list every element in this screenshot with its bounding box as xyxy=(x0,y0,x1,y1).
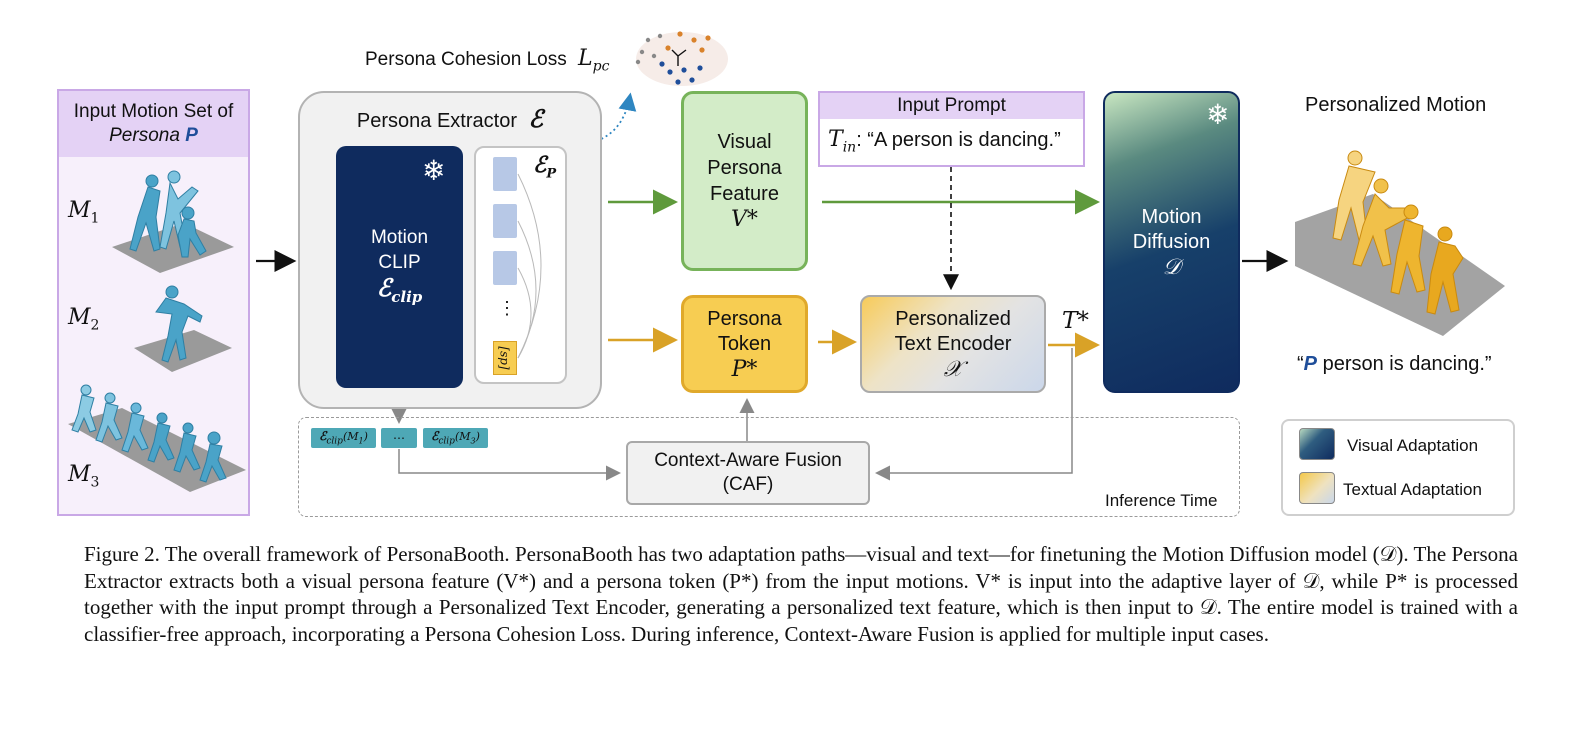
motion-label-m3: M3 xyxy=(68,462,100,491)
diffusion-line1: Motion xyxy=(1141,205,1202,228)
arrow-tstar-to-caf xyxy=(875,348,1073,481)
motion-m1-image xyxy=(112,170,234,273)
learnable-token-2 xyxy=(493,204,517,238)
motion-clip-block: Motion CLIP ℰclip xyxy=(336,146,463,388)
frozen-snowflake-icon: ❄ xyxy=(422,155,446,186)
persona-extractor-title: Persona Extractor ℰ xyxy=(298,104,602,133)
output-title: Personalized Motion xyxy=(1305,94,1487,116)
motion-m2-image xyxy=(134,285,232,372)
clip-tag-m3-text: ℰclip(M3) xyxy=(431,429,480,447)
motion-label-m1: M1 xyxy=(68,198,100,227)
arrow-tags-to-caf xyxy=(398,449,621,481)
encoder-symbol: 𝒳 xyxy=(943,356,963,382)
input-motion-set-title: Input Motion Set of Persona P xyxy=(59,91,248,157)
attention-arcs xyxy=(517,173,542,359)
cohesion-loss-label: Persona Cohesion Loss Lpc xyxy=(365,46,609,74)
cohesion-loss-text: Persona Cohesion Loss xyxy=(365,49,567,70)
visual-line3: Feature xyxy=(710,183,779,205)
persona-word: Persona xyxy=(109,125,180,146)
output-persona-p: P xyxy=(1303,353,1318,375)
inference-time-label: Inference Time xyxy=(1105,491,1218,510)
persona-token-block: Persona Token P* xyxy=(681,295,808,393)
caf-line2: (CAF) xyxy=(722,474,774,495)
motion-label-m2: M2 xyxy=(68,305,100,334)
cohesion-loss-symbol: Lpc xyxy=(578,46,610,75)
personalized-motion-image xyxy=(1295,150,1505,336)
legend-swatch-textual xyxy=(1299,472,1335,504)
figure-caption: Figure 2. The overall framework of Perso… xyxy=(84,542,1518,646)
token-line2: Token xyxy=(717,332,772,355)
output-text: person is dancing.” xyxy=(1317,353,1492,375)
clip-tag-m1-text: ℰclip(M1) xyxy=(319,429,368,447)
caf-line1: Context-Aware Fusion xyxy=(654,450,842,471)
legend-swatch-visual xyxy=(1299,428,1335,460)
cohesion-cluster-icon xyxy=(635,31,728,86)
visual-symbol: V* xyxy=(731,207,758,232)
persona-p: P xyxy=(185,125,198,146)
output-caption: “P person is dancing.” xyxy=(1297,353,1492,376)
extractor-title-text: Persona Extractor xyxy=(356,110,517,132)
input-set-title-line2: Persona P xyxy=(109,124,198,148)
clip-symbol: ℰclip xyxy=(376,272,423,306)
visual-persona-feature-block: Visual Persona Feature V* xyxy=(681,91,808,271)
prompt-string: : “A person is dancing.” xyxy=(856,129,1061,151)
motion-diffusion-block: Motion Diffusion 𝒟 xyxy=(1103,91,1240,393)
legend-label-visual: Visual Adaptation xyxy=(1347,436,1479,455)
token-ellipsis: ⋮ xyxy=(498,298,516,318)
diffusion-symbol: 𝒟 xyxy=(1162,254,1181,280)
clip-tag-m1: ℰclip(M1) xyxy=(311,428,376,448)
personalized-text-encoder-block: Personalized Text Encoder 𝒳 xyxy=(860,295,1046,393)
visual-line1: Visual xyxy=(717,131,772,153)
input-set-title-line1: Input Motion Set of xyxy=(73,101,234,122)
learnable-token-3 xyxy=(493,251,517,285)
clip-line1: Motion xyxy=(370,226,429,248)
clip-tag-ellipsis: ⋯ xyxy=(381,428,417,448)
visual-line2: Persona xyxy=(707,157,782,179)
learnable-token-1 xyxy=(493,157,517,191)
diffusion-line2: Diffusion xyxy=(1132,230,1211,253)
motion-m3-image xyxy=(68,384,246,492)
context-aware-fusion-block: Context-Aware Fusion (CAF) xyxy=(626,441,870,505)
arrow-cohesion-loss xyxy=(581,92,637,145)
ep-token-block xyxy=(474,146,567,384)
input-prompt-title: Input Prompt xyxy=(820,93,1083,119)
prompt-var: Tin xyxy=(828,127,857,156)
clip-tag-m3: ℰclip(M3) xyxy=(423,428,488,448)
extractor-symbol: ℰ xyxy=(528,104,544,133)
clip-line2: CLIP xyxy=(378,251,421,273)
token-symbol: P* xyxy=(731,356,758,382)
encoder-line1: Personalized xyxy=(895,307,1011,330)
token-line1: Persona xyxy=(707,307,782,330)
sp-token: [sp] xyxy=(493,341,517,375)
diffusion-frozen-snowflake-icon: ❄ xyxy=(1206,99,1230,130)
legend-label-textual: Textual Adaptation xyxy=(1343,480,1482,499)
encoder-line2: Text Encoder xyxy=(894,332,1012,355)
output-quote-open: “ xyxy=(1297,353,1304,375)
t-star-label: T* xyxy=(1062,308,1089,334)
inference-time-region xyxy=(298,417,1240,517)
ep-symbol: ℰP xyxy=(533,152,557,182)
input-prompt-text: Tin: “A person is dancing.” xyxy=(828,127,1061,155)
